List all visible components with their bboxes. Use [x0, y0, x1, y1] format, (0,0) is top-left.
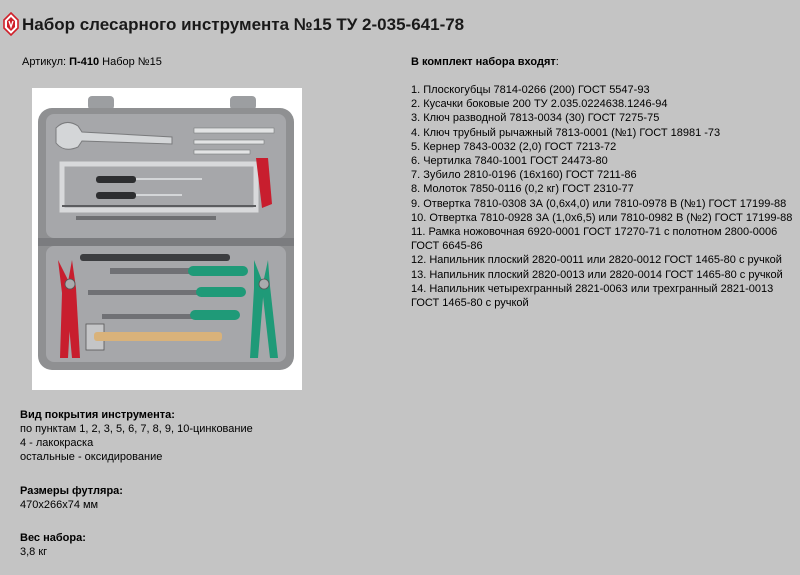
weight-value: 3,8 кг — [20, 546, 48, 558]
article-label: Артикул: — [22, 56, 67, 68]
list-item: 5. Кернер 7843-0032 (2,0) ГОСТ 7213-72 — [411, 140, 617, 153]
kit-list: 1. Плоскогубцы 7814-0266 (200) ГОСТ 5547… — [411, 83, 797, 310]
coating-section: Вид покрытия инструмента: по пунктам 1, … — [20, 408, 253, 464]
page-header: Набор слесарного инструмента №15 ТУ 2-03… — [0, 8, 800, 40]
list-item: 13. Напильник плоский 2820-0013 или 2820… — [411, 268, 783, 281]
list-item: 8. Молоток 7850-0116 (0,2 кг) ГОСТ 2310-… — [411, 183, 634, 196]
coating-line: остальные - оксидирование — [20, 451, 163, 463]
tool-case-image — [38, 96, 294, 370]
coating-line: по пунктам 1, 2, 3, 5, 6, 7, 8, 9, 10-ци… — [20, 423, 253, 435]
list-item: 12. Напильник плоский 2820-0011 или 2820… — [411, 254, 782, 267]
list-item: 2. Кусачки боковые 200 ТУ 2.035.0224638.… — [411, 98, 668, 111]
weight-heading: Вес набора: — [20, 532, 86, 544]
page-title: Набор слесарного инструмента №15 ТУ 2-03… — [22, 15, 465, 34]
kit-heading: В комплект набора входят: — [411, 56, 559, 68]
kit-heading-colon: : — [555, 56, 559, 68]
kit-heading-text: В комплект набора входят — [411, 56, 556, 68]
list-item: 14. Напильник четырехгранный 2821-0063 и… — [411, 282, 774, 295]
coating-line: 4 - лакокраска — [20, 437, 94, 449]
list-item: 7. Зубило 2810-0196 (16х160) ГОСТ 7211-8… — [411, 169, 637, 182]
list-item: ГОСТ 6645-86 — [411, 240, 483, 253]
case-size-value: 470х266х74 мм — [20, 499, 99, 511]
case-size-heading: Размеры футляра: — [20, 485, 123, 497]
coating-heading: Вид покрытия инструмента: — [20, 409, 175, 421]
case-size-section: Размеры футляра: 470х266х74 мм — [20, 484, 123, 512]
article-line: Артикул: П-410 Набор №15 — [22, 56, 162, 68]
list-item: 6. Чертилка 7840-1001 ГОСТ 24473-80 — [411, 155, 608, 168]
list-item: ГОСТ 1465-80 с ручкой — [411, 297, 529, 310]
list-item: 11. Рамка ножовочная 6920-0001 ГОСТ 1727… — [411, 226, 778, 239]
list-item: 9. Отвертка 7810-0308 3А (0,6х4,0) или 7… — [411, 197, 787, 210]
weight-section: Вес набора: 3,8 кг — [20, 531, 86, 559]
list-item: 10. Отвертка 7810-0928 3А (1,0х6,5) или … — [411, 211, 793, 224]
article-name: Набор №15 — [102, 56, 162, 68]
brand-logo-icon — [3, 12, 19, 36]
article-code: П-410 — [69, 56, 100, 68]
list-item: 4. Ключ трубный рычажный 7813-0001 (№1) … — [411, 126, 721, 139]
list-item: 1. Плоскогубцы 7814-0266 (200) ГОСТ 5547… — [411, 84, 650, 96]
product-photo — [32, 88, 302, 390]
list-item: 3. Ключ разводной 7813-0034 (30) ГОСТ 72… — [411, 112, 660, 125]
